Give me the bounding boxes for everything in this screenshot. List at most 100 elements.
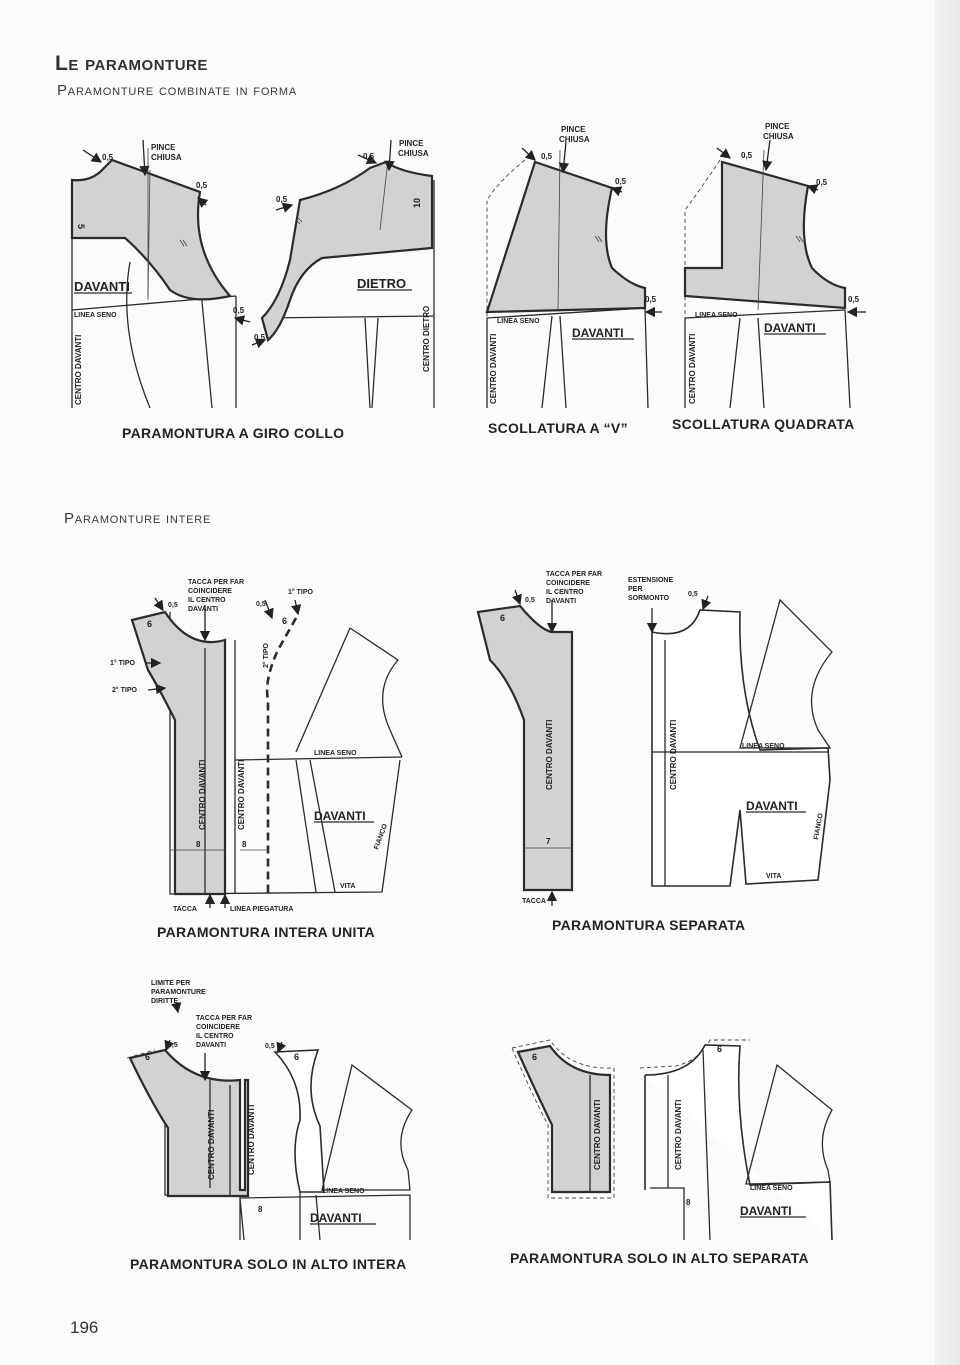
page-number: 196 (70, 1318, 99, 1337)
label-tacca-2: COINCIDERE (196, 1024, 240, 1031)
label-tipo-1: 1° TIPO (288, 588, 314, 596)
label-centro-dietro: CENTRO DIETRO (422, 306, 431, 372)
label-linea-seno: LINEA SENO (695, 312, 738, 319)
label-vita: VITA (340, 883, 355, 890)
caption-scollatura-v: SCOLLATURA A “V” (488, 420, 628, 436)
label-chiusa-back: CHIUSA (398, 149, 429, 158)
label-estensione-1: ESTENSIONE (628, 577, 673, 584)
label-davanti: DAVANTI (314, 809, 366, 823)
label-estensione-2: PER (628, 586, 642, 593)
figure-separata: TACCA PER FAR COINCIDERE IL CENTRO DAVAN… (476, 571, 833, 906)
page-title: Le paramonture (55, 52, 208, 75)
label-tacca-2: COINCIDERE (546, 580, 590, 587)
label-five: 5 (76, 224, 86, 229)
figure-solo-alto-intera: LIMITE PER PARAMONTURE DIRITTE TACCA PER… (126, 980, 413, 1241)
figure-intera-unita: TACCA PER FAR COINCIDERE IL CENTRO DAVAN… (110, 579, 403, 913)
label-centro-davanti: CENTRO DAVANTI (593, 1100, 602, 1170)
label-linea-seno: LINEA SENO (497, 318, 540, 325)
label-tacca-4: DAVANTI (196, 1042, 226, 1049)
label-tacca: TACCA (173, 906, 197, 913)
label-centro-davanti: CENTRO DAVANTI (674, 1100, 683, 1170)
label-tacca-1: TACCA PER FAR (196, 1015, 252, 1022)
label-centro-davanti: CENTRO DAVANTI (669, 720, 678, 790)
figure-giro-collo-back: PINCE CHIUSA 0,5 0,5 0,5 10 DIETRO CENTR… (251, 139, 435, 409)
label-half-cm: 0,5 (816, 178, 828, 187)
label-half-cm: 0,5 (688, 591, 698, 598)
label-pince-v: PINCE (561, 125, 586, 134)
label-chiusa-front: CHIUSA (151, 153, 182, 162)
label-six: 6 (500, 613, 505, 623)
label-tacca: TACCA (522, 898, 546, 905)
caption-scollatura-quadrata: SCOLLATURA QUADRATA (672, 416, 855, 432)
caption-separata: PARAMONTURA SEPARATA (552, 917, 746, 933)
label-half-cm: 0,5 (102, 153, 114, 162)
label-half-cm: 0,5 (525, 597, 535, 604)
label-six: 6 (717, 1044, 722, 1054)
label-half-cm: 0,5 (168, 602, 178, 609)
label-vita: VITA (766, 873, 781, 880)
label-half-cm: 0,5 (741, 151, 753, 160)
label-tacca-1: TACCA PER FAR (546, 571, 602, 578)
label-tacca-3: IL CENTRO (188, 597, 226, 604)
label-centro-davanti: CENTRO DAVANTI (489, 334, 498, 404)
caption-giro-collo: PARAMONTURA A GIRO COLLO (122, 425, 345, 441)
label-linea-seno: LINEA SENO (74, 312, 117, 319)
label-half-cm: 0,5 (254, 333, 266, 342)
label-davanti: DAVANTI (740, 1204, 792, 1218)
label-six: 6 (145, 1052, 150, 1062)
label-eight: 8 (242, 840, 247, 849)
label-limite-3: DIRITTE (151, 998, 179, 1005)
label-tipo-1: 1° TIPO (110, 659, 136, 667)
label-tacca-3: IL CENTRO (196, 1033, 234, 1040)
page-gutter-shadow (935, 0, 960, 1365)
label-six: 6 (294, 1052, 299, 1062)
label-eight: 8 (686, 1198, 691, 1207)
label-half-cm: 0,5 (363, 152, 375, 161)
label-half-cm: 0,5 (233, 306, 245, 315)
label-half-cm: 0,5 (265, 1043, 275, 1050)
label-davanti: DAVANTI (74, 279, 130, 294)
label-tipo-2: 2° TIPO (262, 642, 270, 668)
label-half-cm: 0,5 (848, 295, 860, 304)
figure-scollatura-quadrata: PINCE CHIUSA 0,5 0,5 0,5 LINEA SENO DAVA… (683, 122, 866, 409)
label-half-cm: 0,5 (615, 177, 627, 186)
label-davanti: DAVANTI (746, 799, 798, 813)
label-chiusa-q: CHIUSA (763, 132, 794, 141)
figure-giro-collo-front: 0,5 PINCE CHIUSA 0,5 5 DAVANTI LINEA SEN… (70, 139, 251, 409)
label-tacca-3: IL CENTRO (546, 589, 584, 596)
label-half-cm: 0,5 (196, 181, 208, 190)
label-half-cm: 0,5 (645, 295, 657, 304)
label-chiusa-v: CHIUSA (559, 135, 590, 144)
label-centro-davanti: CENTRO DAVANTI (74, 335, 83, 405)
label-half-cm: 0,5 (168, 1042, 178, 1049)
label-pince-q: PINCE (765, 122, 790, 131)
label-estensione-3: SORMONTO (628, 595, 670, 602)
label-centro-davanti: CENTRO DAVANTI (545, 720, 554, 790)
label-limite-2: PARAMONTURE (151, 989, 206, 996)
label-linea-seno: LINEA SENO (750, 1185, 793, 1192)
label-half-cm: 0,5 (276, 195, 288, 204)
label-pince-back: PINCE (399, 139, 424, 148)
label-ten: 10 (412, 198, 422, 208)
label-half-cm: 0,5 (256, 601, 266, 608)
label-centro-davanti: CENTRO DAVANTI (237, 760, 246, 830)
label-six: 6 (147, 619, 152, 629)
caption-alto-separata: PARAMONTURA SOLO IN ALTO SEPARATA (510, 1250, 809, 1266)
label-linea-piegatura: LINEA PIEGATURA (230, 906, 293, 913)
figure-solo-alto-separata: 6 6 CENTRO DAVANTI CENTRO DAVANTI LINEA … (511, 1039, 833, 1241)
label-centro-davanti: CENTRO DAVANTI (207, 1110, 216, 1180)
label-eight: 8 (196, 840, 201, 849)
label-fianco: FIANCO (373, 823, 389, 851)
label-linea-seno: LINEA SENO (742, 743, 785, 750)
label-linea-seno: LINEA SENO (314, 750, 357, 757)
label-half-cm: 0,5 (541, 152, 553, 161)
label-tipo-2: 2° TIPO (112, 686, 138, 694)
label-davanti: DAVANTI (310, 1211, 362, 1225)
label-davanti: DAVANTI (572, 326, 624, 340)
figure-scollatura-v: PINCE CHIUSA 0,5 0,5 0,5 LINEA SENO DAVA… (485, 125, 662, 409)
label-eight: 8 (258, 1205, 263, 1214)
label-centro-davanti: CENTRO DAVANTI (688, 334, 697, 404)
section-heading-intere: Paramonture intere (64, 510, 212, 527)
caption-alto-intera: PARAMONTURA SOLO IN ALTO INTERA (130, 1256, 407, 1272)
